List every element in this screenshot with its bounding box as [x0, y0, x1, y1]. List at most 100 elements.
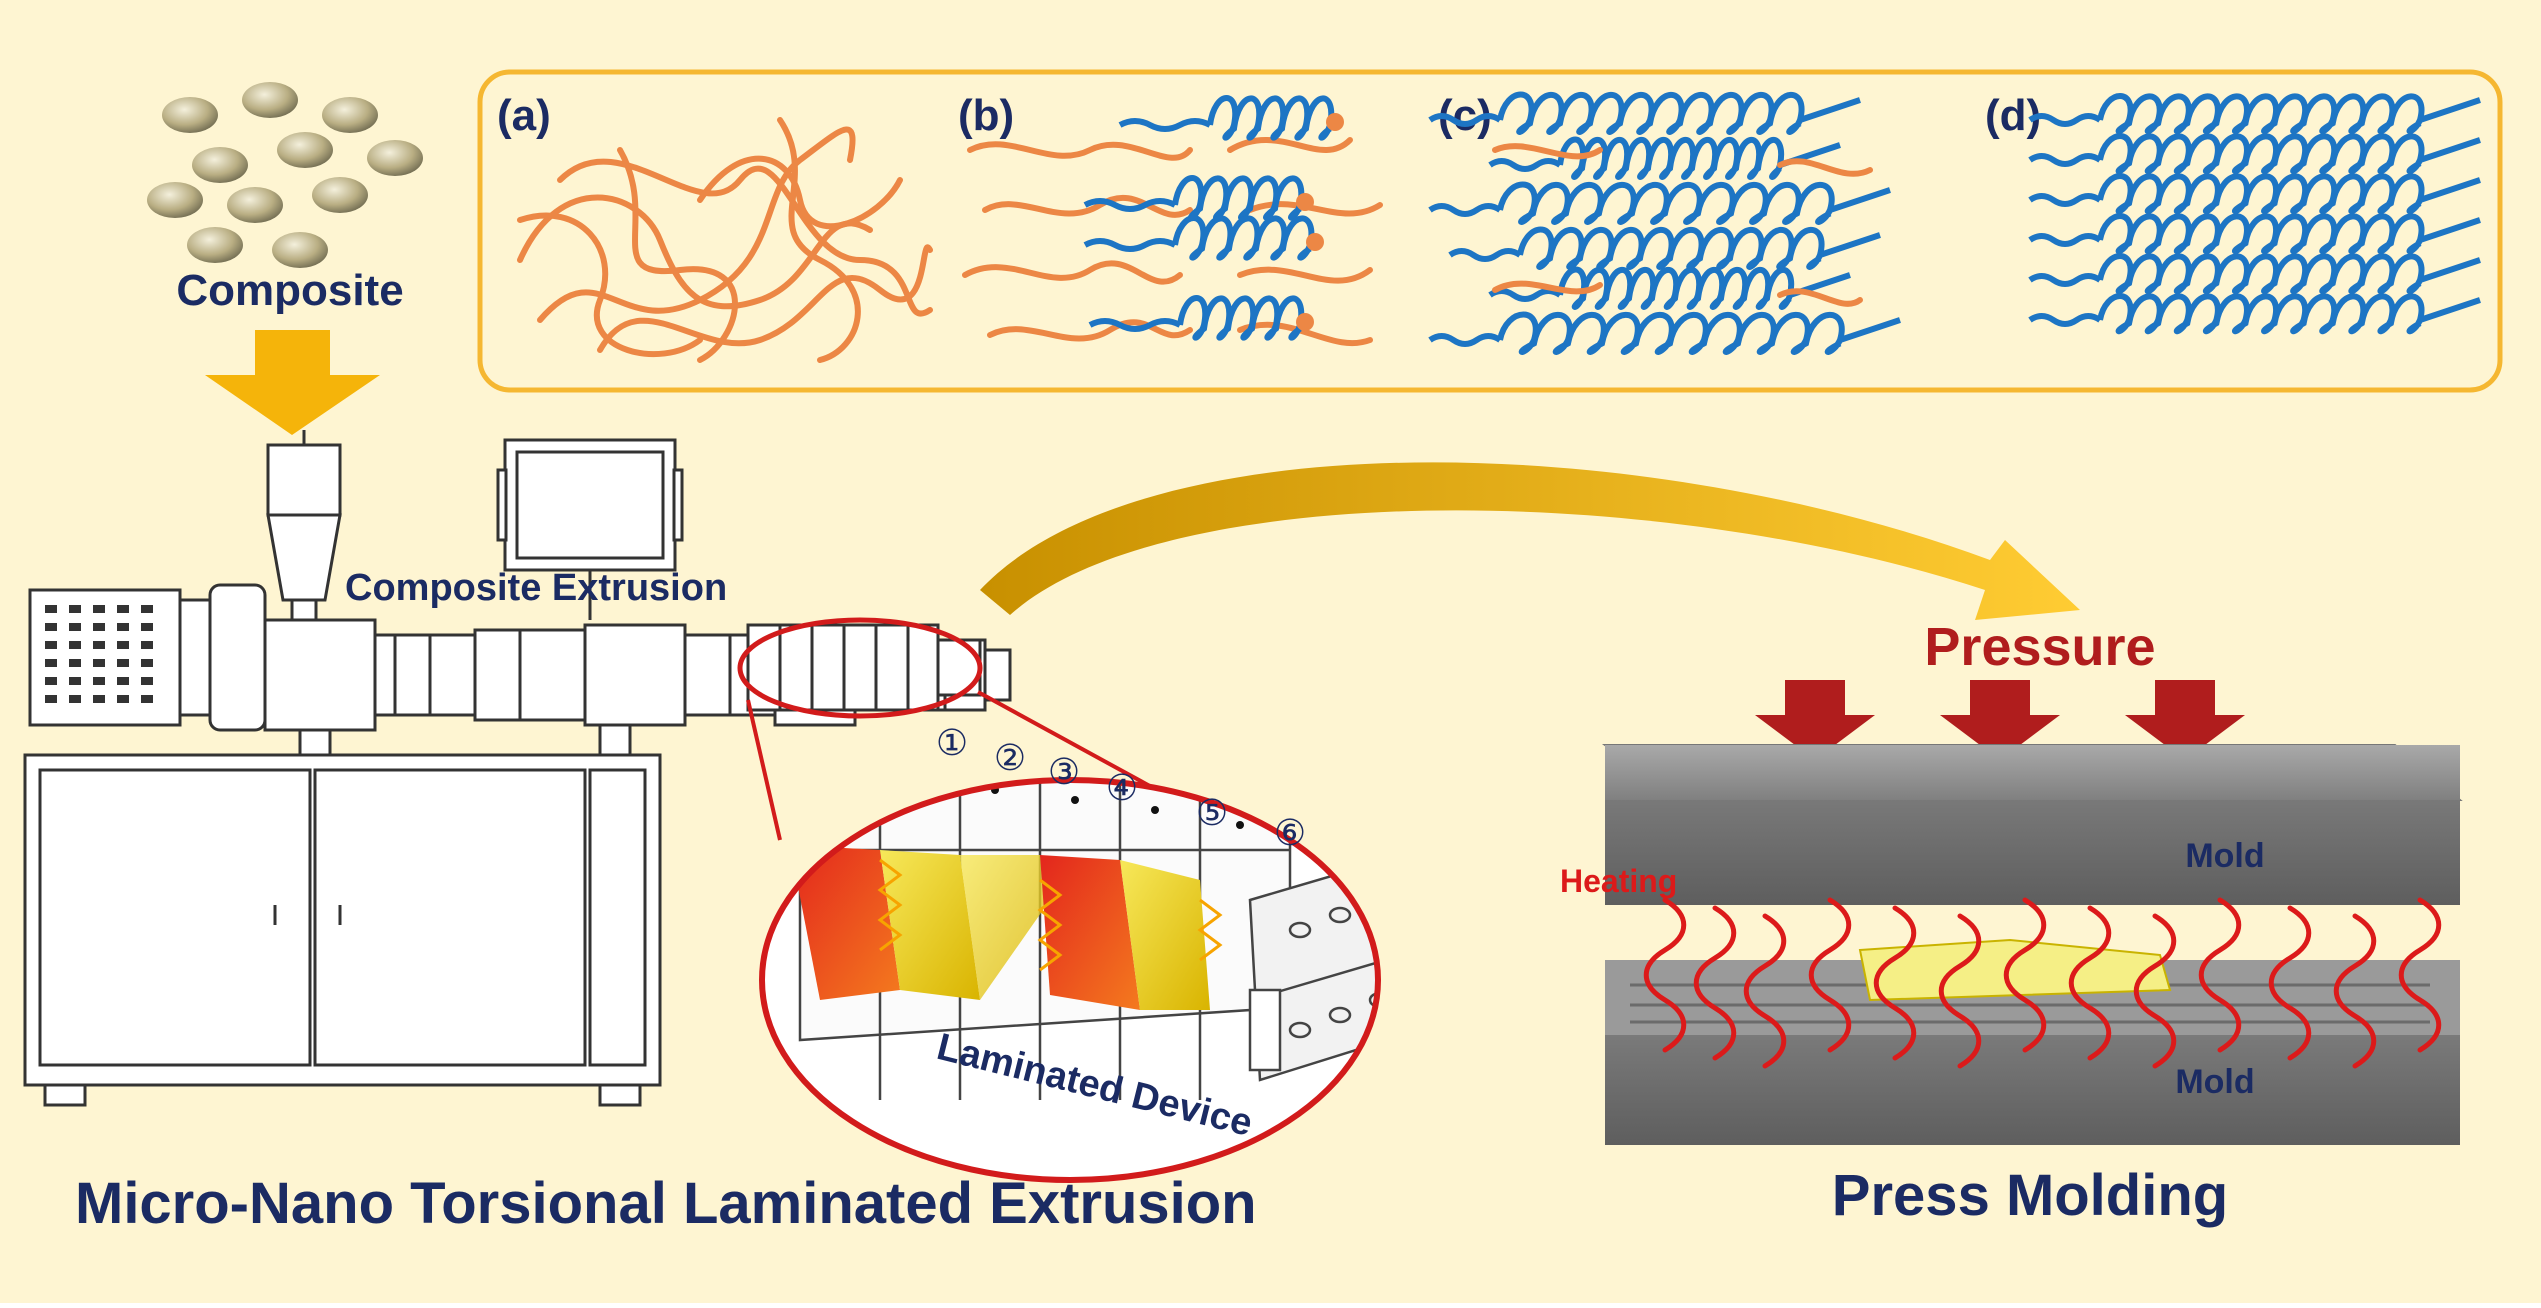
helix-tail [1088, 318, 1182, 332]
random-chain [987, 319, 1193, 342]
heat-wave [1938, 913, 1982, 1069]
control-button [45, 659, 57, 667]
heat-wave [2133, 913, 2177, 1069]
helix-tail [1428, 203, 1502, 217]
control-button [69, 641, 81, 649]
heat-wave [1873, 905, 1917, 1061]
helix-tail [2028, 153, 2102, 167]
random-chain [982, 195, 1193, 218]
helix-tail [2028, 233, 2102, 247]
helix-tail [1829, 187, 1891, 213]
helix-tail [1428, 333, 1502, 347]
random-chain [1237, 266, 1373, 284]
pellet [227, 187, 283, 223]
panel-b-partial-helix [962, 95, 1383, 347]
caption-extrusion: Micro-Nano Torsional Laminated Extrusion [75, 1171, 1257, 1236]
heat-wave [1643, 897, 1687, 1053]
extruder-machine [23, 430, 1012, 1107]
helix-chain [2097, 173, 2425, 215]
pressure-label: Pressure [1924, 617, 2155, 677]
control-button [69, 605, 81, 613]
random-chain [962, 260, 1183, 285]
random-chain [1227, 137, 1353, 153]
random-chain [557, 158, 933, 317]
control-button [117, 605, 129, 613]
control-button [93, 623, 105, 631]
caption-press-molding: Press Molding [1832, 1163, 2228, 1228]
down-arrow-icon [2125, 680, 2245, 760]
curved-arrow-icon [980, 462, 2080, 620]
mold-bottom-label: Mold [2175, 1063, 2254, 1101]
helix-chain [1497, 91, 1805, 135]
control-button [45, 695, 57, 703]
helix-chain [1207, 95, 1335, 141]
device-unit-number: ① [936, 722, 968, 763]
composite-pellets [147, 82, 423, 268]
pellet [242, 82, 298, 118]
helix-chain [2097, 133, 2425, 175]
helix-chain [1557, 266, 1795, 310]
layer-zigzag [877, 858, 1223, 972]
helix-tail [2028, 113, 2102, 127]
device-unit-number: ④ [1106, 767, 1138, 808]
device-unit-number: ② [994, 737, 1026, 778]
helix-tail [2419, 297, 2481, 323]
down-arrow-icon [1940, 680, 2060, 760]
helix-tail [2028, 273, 2102, 287]
zoom-line-left [746, 699, 782, 841]
helix-tail [1448, 248, 1522, 262]
pellet [162, 97, 218, 133]
random-chain [1247, 201, 1383, 217]
mold-bottom [1605, 938, 2460, 1145]
control-button [141, 641, 153, 649]
control-button [141, 695, 153, 703]
helix-tail [1083, 238, 1177, 252]
heat-wave [2333, 913, 2377, 1069]
control-button [45, 641, 57, 649]
helix-chain [1517, 226, 1825, 270]
control-button [117, 623, 129, 631]
chain-junction [1326, 113, 1344, 131]
helix-chain [2097, 253, 2425, 295]
random-chain [777, 117, 861, 363]
heating-waves [1643, 897, 2442, 1069]
pellet [277, 132, 333, 168]
device-unit-number: ③ [1048, 751, 1080, 792]
helix-tail [2028, 313, 2102, 327]
control-button [141, 605, 153, 613]
down-arrow-icon [1755, 680, 1875, 760]
control-button [117, 659, 129, 667]
pellet [312, 177, 368, 213]
pellet [192, 147, 248, 183]
mold-top-label: Mold [2185, 837, 2264, 875]
random-chain [617, 147, 738, 363]
helix-chain [1172, 215, 1315, 261]
control-button [141, 623, 153, 631]
control-button [93, 677, 105, 685]
chain-junction [1306, 233, 1324, 251]
heat-wave [1693, 905, 1737, 1061]
control-button [69, 659, 81, 667]
helix-tail [1488, 158, 1562, 172]
random-chain [1237, 321, 1373, 347]
helix-chain [2097, 293, 2425, 335]
chain-junction [1296, 193, 1314, 211]
control-button [69, 677, 81, 685]
pellet [367, 140, 423, 176]
control-button [93, 605, 105, 613]
control-button [45, 605, 57, 613]
heat-wave [2198, 897, 2242, 1053]
helix-chain [1497, 181, 1835, 225]
random-chain [967, 141, 1193, 161]
helix-chain [2097, 213, 2425, 255]
control-button [93, 695, 105, 703]
helix-tail [1428, 113, 1502, 127]
helix-tail [1819, 232, 1881, 258]
heat-wave [1743, 913, 1787, 1069]
pellet [322, 97, 378, 133]
heat-wave [2003, 897, 2047, 1053]
heat-wave [2398, 897, 2442, 1053]
